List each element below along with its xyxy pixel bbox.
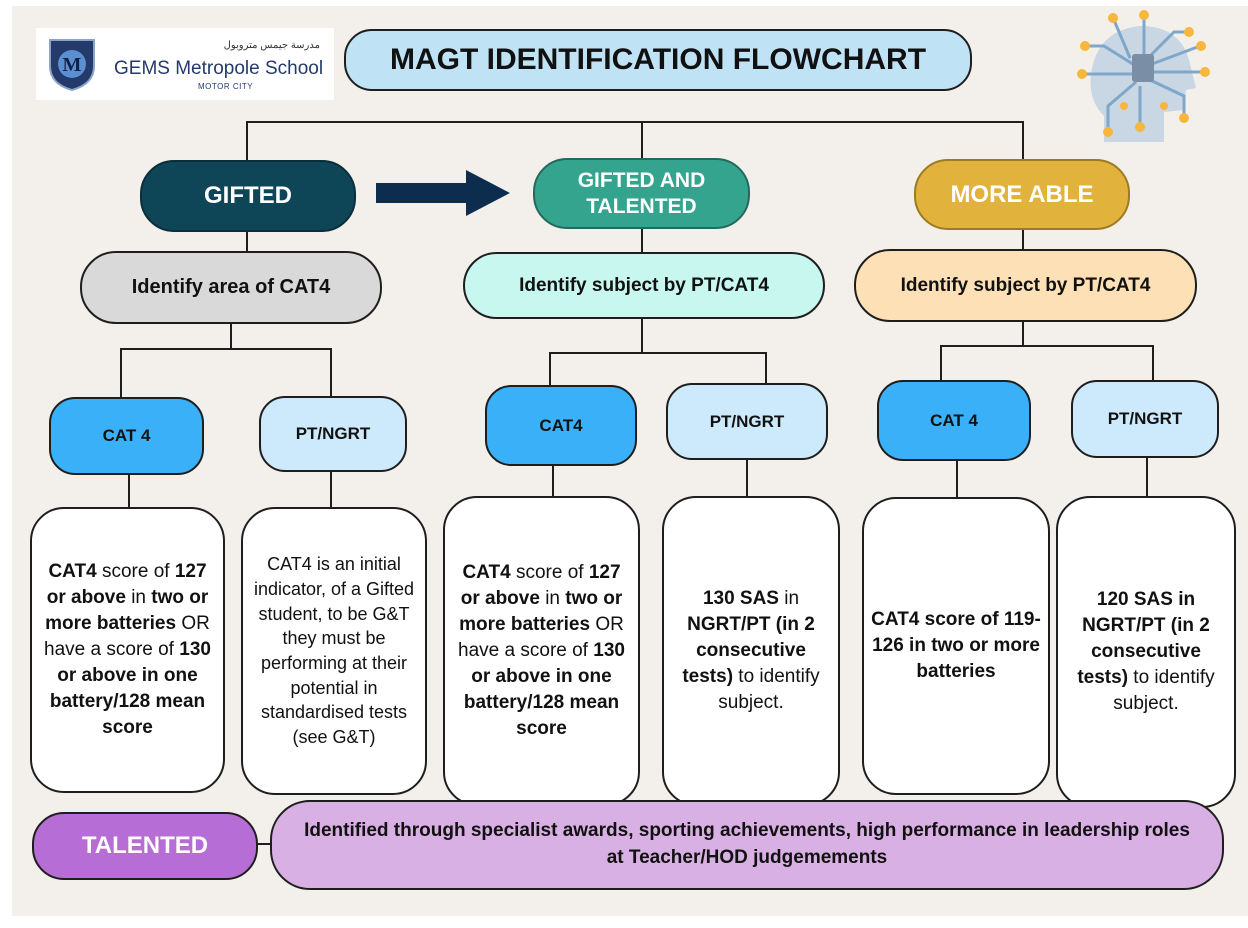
ai-circuit-head-icon [1077, 10, 1210, 142]
category-talented: TALENTED [32, 812, 258, 880]
criteria-gt-cat4: CAT4 score of 127 or above in two or mor… [443, 496, 640, 806]
school-logo: M مدرسة جيمس متروبول GEMS Metropole Scho… [36, 28, 334, 100]
right-arrow-icon [376, 170, 510, 216]
step-identify-subject-ma: Identify subject by PT/CAT4 [854, 249, 1197, 322]
criteria-gt-ptngrt: 130 SAS in NGRT/PT (in 2 consecutive tes… [662, 496, 840, 806]
step-identify-subject-gt: Identify subject by PT/CAT4 [463, 252, 825, 319]
school-shield-logo-icon: M [49, 39, 95, 92]
gt-line-2: TALENTED [586, 194, 697, 218]
criteria-ma-cat4: CAT4 score of 119-126 in two or more bat… [862, 497, 1050, 795]
step-identify-area-cat4: Identify area of CAT4 [80, 251, 382, 324]
gt-line-1: GIFTED AND [577, 168, 706, 192]
school-name-arabic: مدرسة جيمس متروبول [223, 40, 320, 51]
test-ma-ptngrt: PT/NGRT [1071, 380, 1219, 458]
criteria-text: CAT4 score of 127 or above in two or mor… [44, 560, 211, 739]
test-gt-cat4: CAT4 [485, 385, 637, 466]
page-title: MAGT IDENTIFICATION FLOWCHART [344, 29, 972, 91]
test-gifted-ptngrt: PT/NGRT [259, 396, 407, 472]
criteria-gifted-ptngrt: CAT4 is an initial indicator, of a Gifte… [241, 507, 427, 795]
criteria-gifted-cat4: CAT4 score of 127 or above in two or mor… [30, 507, 225, 793]
category-gifted: GIFTED [140, 160, 356, 232]
criteria-text: 130 SAS in NGRT/PT (in 2 consecutive tes… [682, 587, 820, 714]
criteria-text: CAT4 score of 127 or above in two or mor… [458, 561, 625, 740]
test-gifted-cat4: CAT 4 [49, 397, 204, 475]
test-ma-cat4: CAT 4 [877, 380, 1031, 461]
talented-description: Identified through specialist awards, sp… [270, 800, 1224, 890]
criteria-text: 120 SAS in NGRT/PT (in 2 consecutive tes… [1077, 588, 1215, 715]
criteria-text: CAT4 score of 119-126 in two or more bat… [871, 608, 1041, 682]
criteria-text: CAT4 is an initial indicator, of a Gifte… [253, 554, 415, 747]
school-location: MOTOR CITY [198, 82, 254, 91]
test-gt-ptngrt: PT/NGRT [666, 383, 828, 460]
category-more-able: MORE ABLE [914, 159, 1130, 230]
criteria-ma-ptngrt: 120 SAS in NGRT/PT (in 2 consecutive tes… [1056, 496, 1236, 808]
shield-letter: M [63, 54, 82, 76]
school-name: GEMS Metropole School [114, 58, 324, 79]
